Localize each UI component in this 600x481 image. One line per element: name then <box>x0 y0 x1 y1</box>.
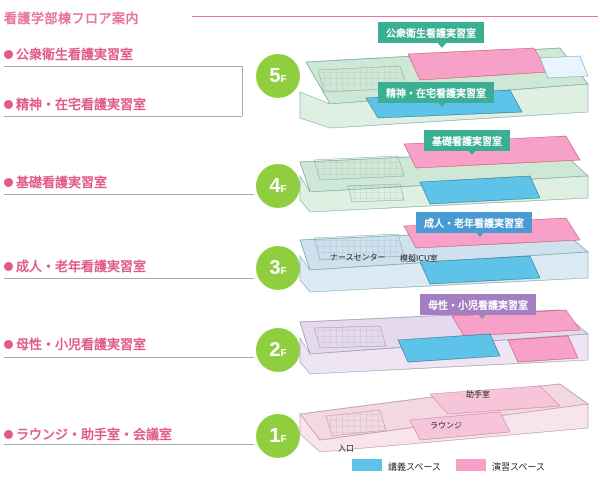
bullet-icon <box>4 430 13 439</box>
callout-pointer <box>474 230 486 237</box>
legend-practice-swatch <box>456 459 486 471</box>
map-label-icu: 模擬ICU室 <box>400 254 438 263</box>
callout-maternal[interactable]: 母性・小児看護実習室 <box>420 294 536 315</box>
floor-number: 1 <box>269 425 281 447</box>
map-label-nurse-center: ナースセンター <box>330 253 386 262</box>
room-label-adult[interactable]: 成人・老年看護実習室 <box>4 256 146 275</box>
room-label-maternal[interactable]: 母性・小児看護実習室 <box>4 334 146 353</box>
room-label-text: 精神・在宅看護実習室 <box>16 98 147 113</box>
map-label-entrance: 入口 <box>338 444 354 453</box>
floor-badge-1[interactable]: 1F <box>256 414 300 458</box>
title-rule <box>192 16 598 17</box>
bullet-icon <box>4 340 13 349</box>
leader-line <box>4 444 254 445</box>
legend-lecture-label: 講義スペース <box>388 463 441 473</box>
bullet-icon <box>4 100 13 109</box>
room-label-text: 母性・小児看護実習室 <box>16 338 147 353</box>
page-title: 看護学部棟フロア案内 <box>4 12 140 27</box>
floor-unit: F <box>280 348 287 359</box>
callout-pointer <box>466 148 478 155</box>
callout-pointer <box>436 100 448 107</box>
leader-line <box>4 278 254 279</box>
callout-basic[interactable]: 基礎看護実習室 <box>424 130 510 151</box>
callout-mental-home[interactable]: 精神・在宅看護実習室 <box>378 82 494 103</box>
room-label-text: 成人・老年看護実習室 <box>16 260 147 275</box>
legend-practice-label: 演習スペース <box>492 463 545 473</box>
floor-unit: F <box>280 74 287 85</box>
room-label-basic[interactable]: 基礎看護実習室 <box>4 172 107 191</box>
callout-pointer <box>436 41 448 48</box>
room-label-mental-home[interactable]: 精神・在宅看護実習室 <box>4 94 146 113</box>
room-label-text: 基礎看護実習室 <box>16 176 108 191</box>
floor-number: 3 <box>269 257 281 279</box>
leader-line <box>4 66 242 67</box>
leader-line <box>4 116 242 117</box>
room-label-text: ラウンジ・助手室・会議室 <box>16 428 173 443</box>
floor-badge-2[interactable]: 2F <box>256 328 300 372</box>
floor-badge-3[interactable]: 3F <box>256 246 300 290</box>
floor-unit: F <box>280 184 287 195</box>
floor-number: 5 <box>269 65 281 87</box>
floor-unit: F <box>280 266 287 277</box>
map-label-lounge: ラウンジ <box>430 421 462 430</box>
bullet-icon <box>4 50 13 59</box>
floor-3-plan <box>299 217 590 293</box>
floor-4-plan <box>299 135 589 213</box>
bullet-icon <box>4 178 13 187</box>
bullet-icon <box>4 262 13 271</box>
callout-public-health[interactable]: 公衆衛生看護実習室 <box>378 22 484 43</box>
map-label-assistant-room: 助手室 <box>466 390 490 399</box>
leader-line <box>242 66 243 116</box>
leader-line <box>4 194 254 195</box>
floor-unit: F <box>280 434 287 445</box>
room-label-public-health[interactable]: 公衆衛生看護実習室 <box>4 44 133 63</box>
leader-line <box>4 357 254 358</box>
legend-lecture-swatch <box>352 459 382 471</box>
floor-badge-5[interactable]: 5F <box>256 54 300 98</box>
room-label-lounge[interactable]: ラウンジ・助手室・会議室 <box>4 424 172 443</box>
floor-2-plan <box>299 309 589 375</box>
floor-number: 4 <box>269 175 281 197</box>
floor-number: 2 <box>269 339 281 361</box>
callout-pointer <box>476 312 488 319</box>
floor-1-plan <box>299 383 590 453</box>
floor-badge-4[interactable]: 4F <box>256 164 300 208</box>
room-label-text: 公衆衛生看護実習室 <box>16 48 134 63</box>
callout-adult[interactable]: 成人・老年看護実習室 <box>416 212 532 233</box>
